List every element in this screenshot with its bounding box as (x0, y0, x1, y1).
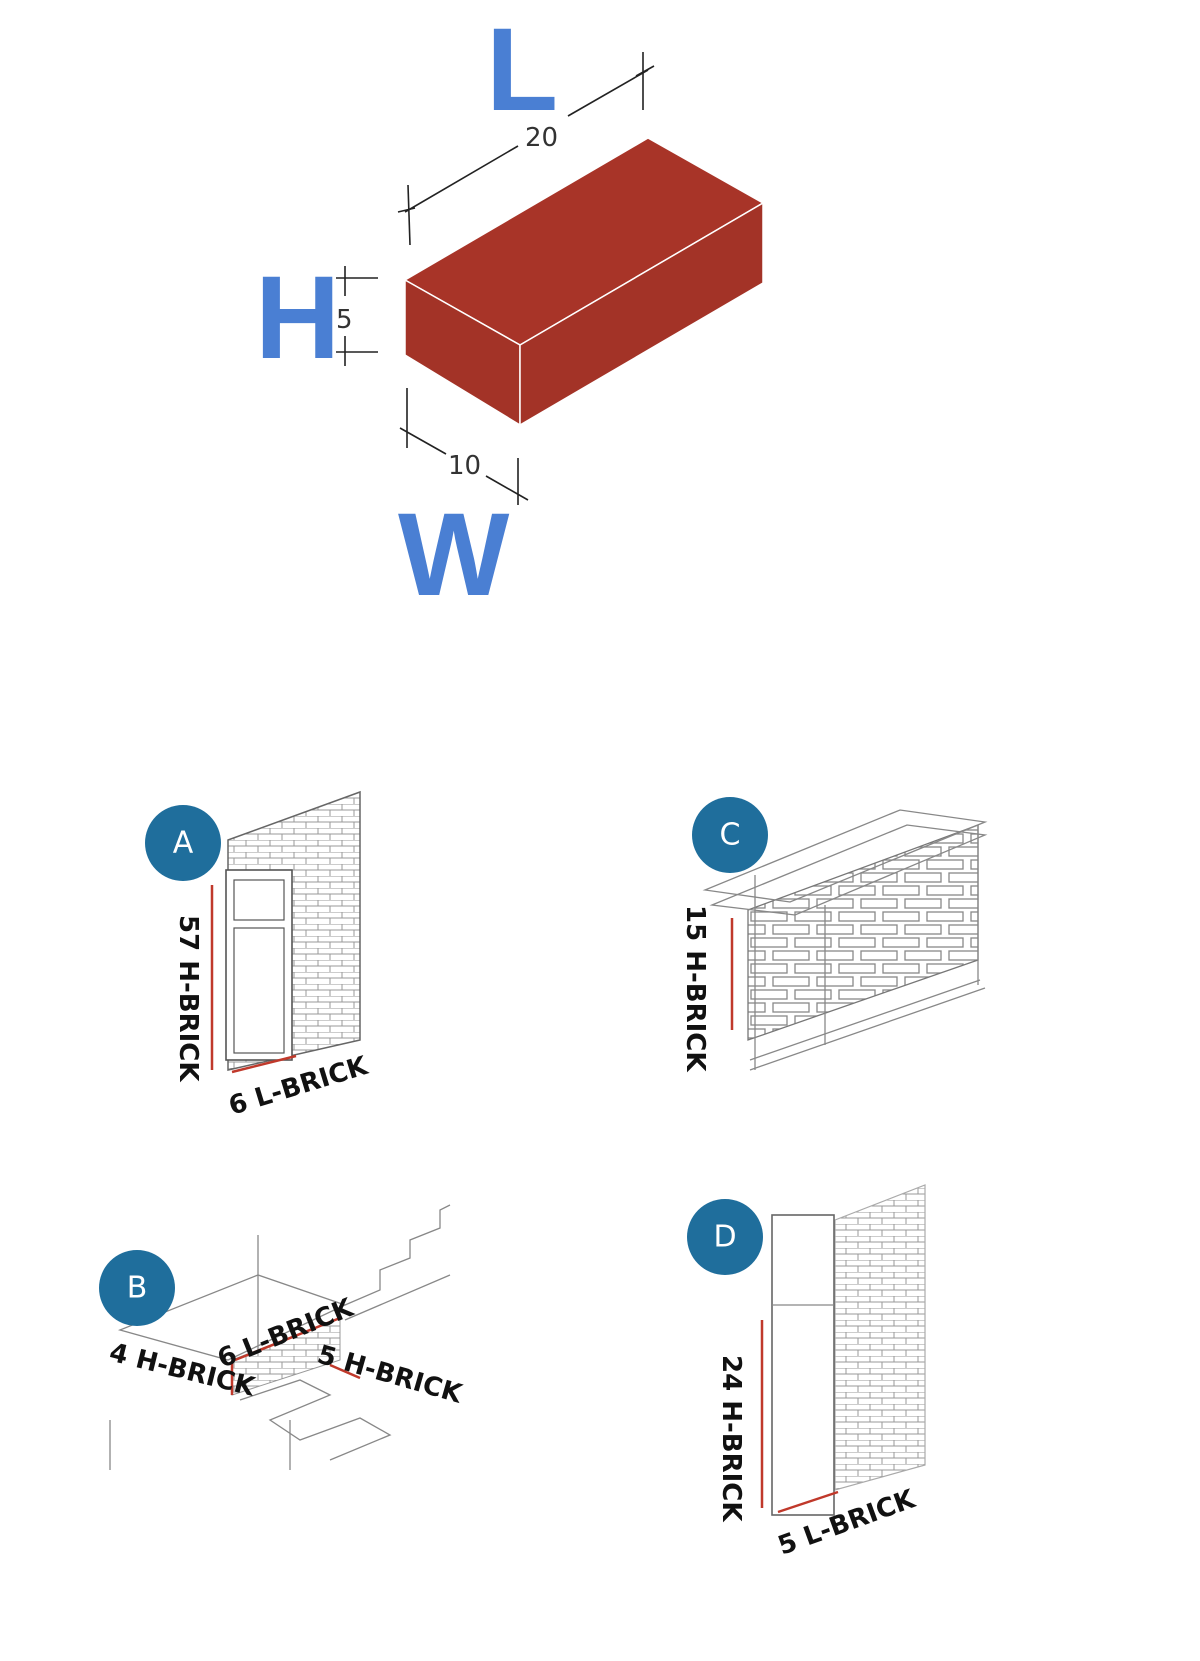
height-dimension: 5 H (255, 252, 378, 384)
panel-b: B 4 H-BRICK 6 L-BRICK 5 H-BRICK (99, 1204, 466, 1470)
badge-d (687, 1199, 763, 1275)
badge-c (692, 797, 768, 873)
label-c-vertical: 15 H-BRICK (680, 905, 710, 1072)
length-letter: L (486, 4, 558, 136)
badge-d-label: D (713, 1220, 736, 1255)
panel-d: D 24 H-BRICK 5 L-BRICK (687, 1184, 926, 1562)
brick-illustration (403, 137, 765, 427)
badge-b-label: B (127, 1271, 148, 1306)
length-value: 20 (525, 123, 558, 153)
badge-a (145, 805, 221, 881)
badge-a-label: A (173, 826, 194, 861)
height-letter: H (255, 252, 340, 384)
label-a-vertical: 57 H-BRICK (173, 915, 203, 1082)
width-dimension: 10 W (398, 388, 529, 621)
label-d-vertical: 24 H-BRICK (716, 1355, 746, 1522)
badge-c-label: C (720, 818, 741, 853)
panel-a: A 57 H-BRICK 6 L-BRICK (145, 790, 372, 1122)
panel-c: C 15 H-BRICK (680, 797, 988, 1072)
width-value: 10 (448, 451, 481, 481)
brick-side-face (519, 201, 764, 427)
width-letter: W (398, 489, 510, 621)
height-value: 5 (336, 305, 353, 335)
length-dimension: 20 L (397, 4, 655, 246)
label-b-right: 5 H-BRICK (314, 1340, 466, 1410)
badge-b (99, 1250, 175, 1326)
